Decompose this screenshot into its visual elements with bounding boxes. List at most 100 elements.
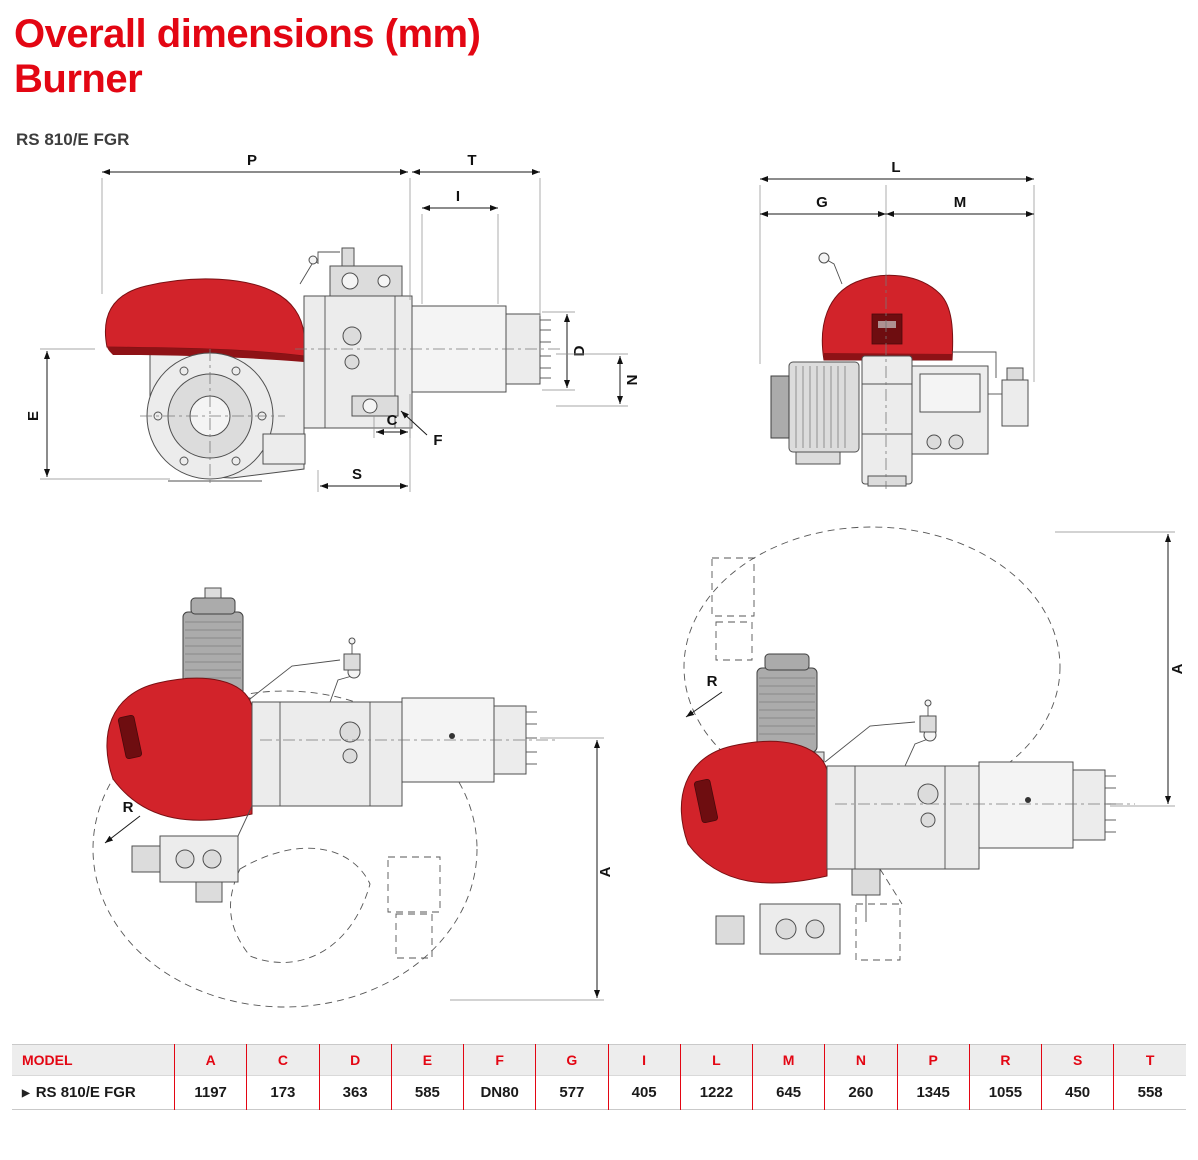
pump-assembly-left: [131, 805, 253, 903]
value-f: DN80: [462, 1075, 536, 1110]
dimension-E: E: [25, 348, 170, 479]
dim-label-a-right: A: [1169, 663, 1186, 674]
dim-label-n: N: [624, 374, 641, 385]
col-header-l: L: [679, 1044, 753, 1076]
swing-envelope-dashed: [92, 690, 478, 1008]
value-p: 1345: [896, 1075, 970, 1110]
page-title-line2: Burner: [14, 56, 143, 101]
dimensions-table: MODEL A C D E F G I L M N P R S T ▶ RS 81…: [12, 1043, 1186, 1110]
value-m: 645: [751, 1075, 825, 1110]
value-i: 405: [607, 1075, 681, 1110]
value-r: 1055: [968, 1075, 1042, 1110]
value-n: 260: [824, 1075, 897, 1110]
blast-tube-plan-left: [260, 697, 555, 783]
technical-drawings: P T I D N E: [25, 154, 1186, 1008]
table-row: ▶RS 810/E FGR 1197 173 363 585 DN80 577 …: [12, 1075, 1186, 1110]
pump-assembly-right: [715, 868, 903, 955]
blast-tube-plan-right: [835, 761, 1135, 849]
dashed-part-2: [395, 913, 433, 959]
dimension-A-right: A: [1055, 531, 1186, 806]
value-c: 173: [246, 1075, 319, 1110]
cowl-swing-dashed: [230, 847, 371, 963]
gearbox: [262, 433, 306, 465]
cowl-plate: [871, 313, 903, 344]
value-e: 585: [390, 1075, 464, 1110]
col-header-c: C: [246, 1044, 319, 1076]
value-l: 1222: [679, 1075, 753, 1110]
col-header-a: A: [173, 1044, 247, 1076]
dimension-R-right: R: [685, 673, 723, 718]
cowl-window-left: [117, 714, 143, 759]
red-cowl-plan-left: [106, 677, 253, 821]
dim-label-p: P: [247, 154, 257, 169]
col-header-n: N: [824, 1044, 897, 1076]
dimension-R-left: R: [104, 799, 141, 843]
center-body: [861, 355, 913, 487]
dashed-part-1: [387, 856, 441, 913]
dim-label-g: G: [816, 194, 828, 211]
motor-plan-left: [175, 587, 251, 709]
red-cowl: [104, 277, 305, 357]
col-header-m: M: [751, 1044, 825, 1076]
col-header-model: MODEL: [12, 1044, 175, 1076]
value-a: 1197: [173, 1075, 247, 1110]
drawing-rear-view: L G M: [759, 159, 1035, 489]
dim-label-e: E: [25, 411, 42, 421]
cowl-plate-label: [878, 320, 896, 328]
value-d: 363: [318, 1075, 392, 1110]
dimension-P: P: [101, 154, 411, 300]
col-header-s: S: [1040, 1044, 1114, 1076]
flange-bracket: [351, 395, 399, 417]
model-cell: ▶ RS 810/E FGR: [12, 1075, 175, 1110]
value-g: 577: [535, 1075, 608, 1110]
housing-plan-left: [249, 637, 403, 807]
page-title-line1: Overall dimensions (mm): [14, 12, 481, 56]
right-assembly: [911, 351, 1029, 455]
dim-label-f: F: [433, 432, 442, 449]
dashed-part-4: [715, 621, 753, 661]
col-header-t: T: [1113, 1044, 1186, 1076]
dimension-F: F: [400, 410, 443, 449]
value-s: 450: [1040, 1075, 1114, 1110]
dim-label-a-left: A: [597, 866, 614, 877]
dashed-part-5: [855, 903, 901, 961]
dim-label-i: I: [456, 188, 460, 205]
dimension-I: I: [421, 188, 499, 304]
dimension-N: N: [556, 353, 641, 406]
model-label: RS 810/E FGR: [16, 129, 130, 149]
dimension-D: D: [542, 311, 588, 390]
col-header-g: G: [535, 1044, 608, 1076]
row-marker-icon: ▶: [22, 1087, 30, 1099]
red-cowl-plan-right: [680, 740, 828, 884]
dimension-S: S: [317, 419, 411, 492]
housing-plan-right: [824, 699, 980, 870]
dim-label-t: T: [467, 154, 476, 169]
dimension-T: T: [412, 154, 541, 316]
motor-rear: [770, 361, 860, 465]
col-header-d: D: [318, 1044, 392, 1076]
dim-label-l: L: [891, 159, 900, 176]
drawing-plan-view-left: R A: [92, 587, 614, 1008]
dim-label-c: C: [387, 412, 398, 429]
dimension-G: G: [760, 184, 887, 489]
col-header-f: F: [462, 1044, 536, 1076]
cowl-window-right: [693, 778, 719, 823]
page-title: Overall dimensions (mm) Burner: [0, 0, 1198, 102]
col-header-i: I: [607, 1044, 681, 1076]
col-header-r: R: [968, 1044, 1042, 1076]
dim-label-r-left: R: [123, 799, 134, 816]
dimension-A-left: A: [450, 737, 614, 1000]
model-name: RS 810/E FGR: [35, 1083, 136, 1101]
dim-label-s: S: [352, 466, 362, 483]
value-t: 558: [1113, 1075, 1186, 1110]
drawing-side-view: P T I D N E: [25, 154, 641, 492]
dashed-part-3: [711, 557, 755, 617]
drawing-plan-view-right: R A: [680, 526, 1186, 961]
col-header-p: P: [896, 1044, 970, 1076]
gas-valve-assembly: [299, 247, 403, 297]
dim-label-m: M: [954, 194, 967, 211]
dimension-M: M: [886, 194, 1034, 217]
dim-label-d: D: [571, 345, 588, 356]
col-header-e: E: [390, 1044, 464, 1076]
table-header-row: MODEL A C D E F G I L M N P R S T: [12, 1044, 1186, 1076]
